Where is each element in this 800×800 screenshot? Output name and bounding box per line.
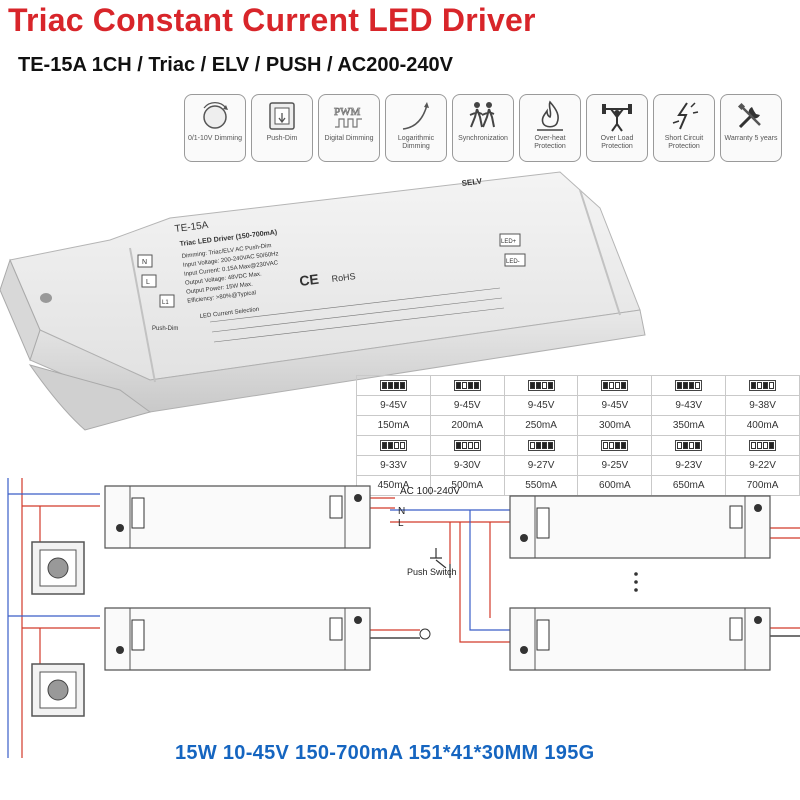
current-cell: 600mA bbox=[577, 475, 653, 496]
push-dim-icon bbox=[269, 102, 295, 130]
feature-warranty: Warranty 5 years bbox=[720, 94, 782, 162]
push-switch-icon bbox=[430, 548, 451, 578]
voltage-cell: 9-45V bbox=[429, 395, 505, 416]
table-row bbox=[356, 435, 800, 456]
knob-dimming-icon bbox=[203, 102, 228, 129]
dip-switch-icon bbox=[379, 439, 407, 451]
table-row bbox=[356, 375, 800, 396]
voltage-cell: 9-43V bbox=[651, 395, 727, 416]
dip-cell bbox=[429, 375, 505, 396]
table-row: 450mA 500mA 550mA 600mA 650mA 700mA bbox=[356, 475, 800, 496]
terminal-n: N bbox=[142, 259, 147, 266]
wiring-l: L bbox=[398, 518, 404, 529]
terminal-l1: L1 bbox=[162, 300, 169, 306]
rohs-mark: RoHS bbox=[331, 271, 356, 284]
driver-model: TE-15A bbox=[174, 220, 209, 235]
dip-cell bbox=[725, 375, 800, 396]
feature-icons: 0/1-10V Dimming Push-Dim PWM Digital Dim… bbox=[184, 94, 782, 162]
current-cell: 250mA bbox=[503, 415, 579, 436]
pwm-icon: PWM bbox=[334, 106, 362, 128]
ce-mark: CE bbox=[298, 271, 319, 289]
current-cell: 200mA bbox=[429, 415, 505, 436]
product-title: Triac Constant Current LED Driver bbox=[8, 2, 536, 38]
driver-product-image: TE-15A Triac LED Driver (150-700mA) Dimm… bbox=[0, 171, 646, 431]
current-cell: 300mA bbox=[577, 415, 653, 436]
dip-switch-icon bbox=[601, 439, 629, 451]
table-row: 150mA 200mA 250mA 300mA 350mA 400mA bbox=[356, 415, 800, 436]
dip-cell bbox=[651, 375, 727, 396]
wall-dimmer-1 bbox=[31, 541, 85, 595]
wiring-n: N bbox=[398, 506, 405, 517]
voltage-cell: 9-38V bbox=[725, 395, 800, 416]
feature-push-dim: Push-Dim bbox=[251, 94, 313, 162]
table-row: 9-45V 9-45V 9-45V 9-45V 9-43V 9-38V bbox=[356, 395, 800, 416]
dip-switch-icon bbox=[379, 379, 407, 391]
log-curve-icon bbox=[402, 102, 429, 130]
dip-switch-icon bbox=[453, 439, 481, 451]
dip-cell bbox=[503, 375, 579, 396]
dip-cell bbox=[577, 435, 653, 456]
current-cell: 150mA bbox=[356, 415, 431, 436]
feature-dimming: 0/1-10V Dimming bbox=[184, 94, 246, 162]
dip-switch-icon bbox=[601, 379, 629, 391]
wiring-diagram: N L bbox=[7, 478, 800, 758]
push-switch-label: Push Switch bbox=[407, 567, 457, 577]
dip-switch-icon bbox=[675, 379, 703, 391]
dip-cell bbox=[577, 375, 653, 396]
current-cell: 550mA bbox=[503, 475, 579, 496]
terminal-l: L bbox=[146, 279, 150, 286]
svg-text:PWM: PWM bbox=[334, 106, 361, 118]
bottom-specs: 15W 10-45V 150-700mA 151*41*30MM 195G bbox=[175, 742, 595, 764]
feature-overload: Over Load Protection bbox=[586, 94, 648, 162]
dip-switch-icon bbox=[527, 439, 555, 451]
dip-cell bbox=[356, 375, 431, 396]
output-led-minus: LED- bbox=[506, 259, 520, 265]
voltage-cell: 9-45V bbox=[577, 395, 653, 416]
weightlifter-icon bbox=[602, 104, 632, 132]
dip-cell bbox=[725, 435, 800, 456]
current-cell: 400mA bbox=[725, 415, 800, 436]
driver-selv: SELV bbox=[461, 176, 483, 187]
dip-switch-icon bbox=[675, 439, 703, 451]
dip-switch-icon bbox=[749, 439, 777, 451]
current-cell: 700mA bbox=[725, 475, 800, 496]
voltage-cell: 9-45V bbox=[356, 395, 431, 416]
output-led-plus: LED+ bbox=[501, 239, 517, 245]
dip-cell bbox=[503, 435, 579, 456]
dip-switch-icon bbox=[749, 379, 777, 391]
dip-cell bbox=[651, 435, 727, 456]
dip-switch-icon bbox=[453, 379, 481, 391]
flame-icon bbox=[537, 100, 563, 131]
voltage-cell: 9-45V bbox=[503, 395, 579, 416]
current-selection-table: 9-45V 9-45V 9-45V 9-45V 9-43V 9-38V 150m… bbox=[356, 375, 800, 496]
tools-icon bbox=[737, 102, 761, 129]
feature-sync: Synchronization bbox=[452, 94, 514, 162]
sync-people-icon bbox=[469, 102, 495, 128]
feature-digital: PWM Digital Dimming bbox=[318, 94, 380, 162]
table-row: 9-33V 9-30V 9-27V 9-25V 9-23V 9-22V bbox=[356, 455, 800, 476]
push-dim-label: Push-Dim bbox=[152, 326, 178, 332]
dip-cell bbox=[429, 435, 505, 456]
feature-overheat: Over-heat Protection bbox=[519, 94, 581, 162]
ac-input-label: AC 100-240V bbox=[400, 486, 461, 497]
driver-outline-group bbox=[104, 485, 771, 671]
current-cell: 350mA bbox=[651, 415, 727, 436]
wall-dimmer-2 bbox=[31, 663, 85, 717]
dip-cell bbox=[356, 435, 431, 456]
feature-log: Logarithmic Dimming bbox=[385, 94, 447, 162]
short-circuit-icon bbox=[672, 102, 699, 130]
dip-switch-icon bbox=[527, 379, 555, 391]
feature-short-circuit: Short Circuit Protection bbox=[653, 94, 715, 162]
product-subtitle: TE-15A 1CH / Triac / ELV / PUSH / AC200-… bbox=[18, 54, 453, 76]
